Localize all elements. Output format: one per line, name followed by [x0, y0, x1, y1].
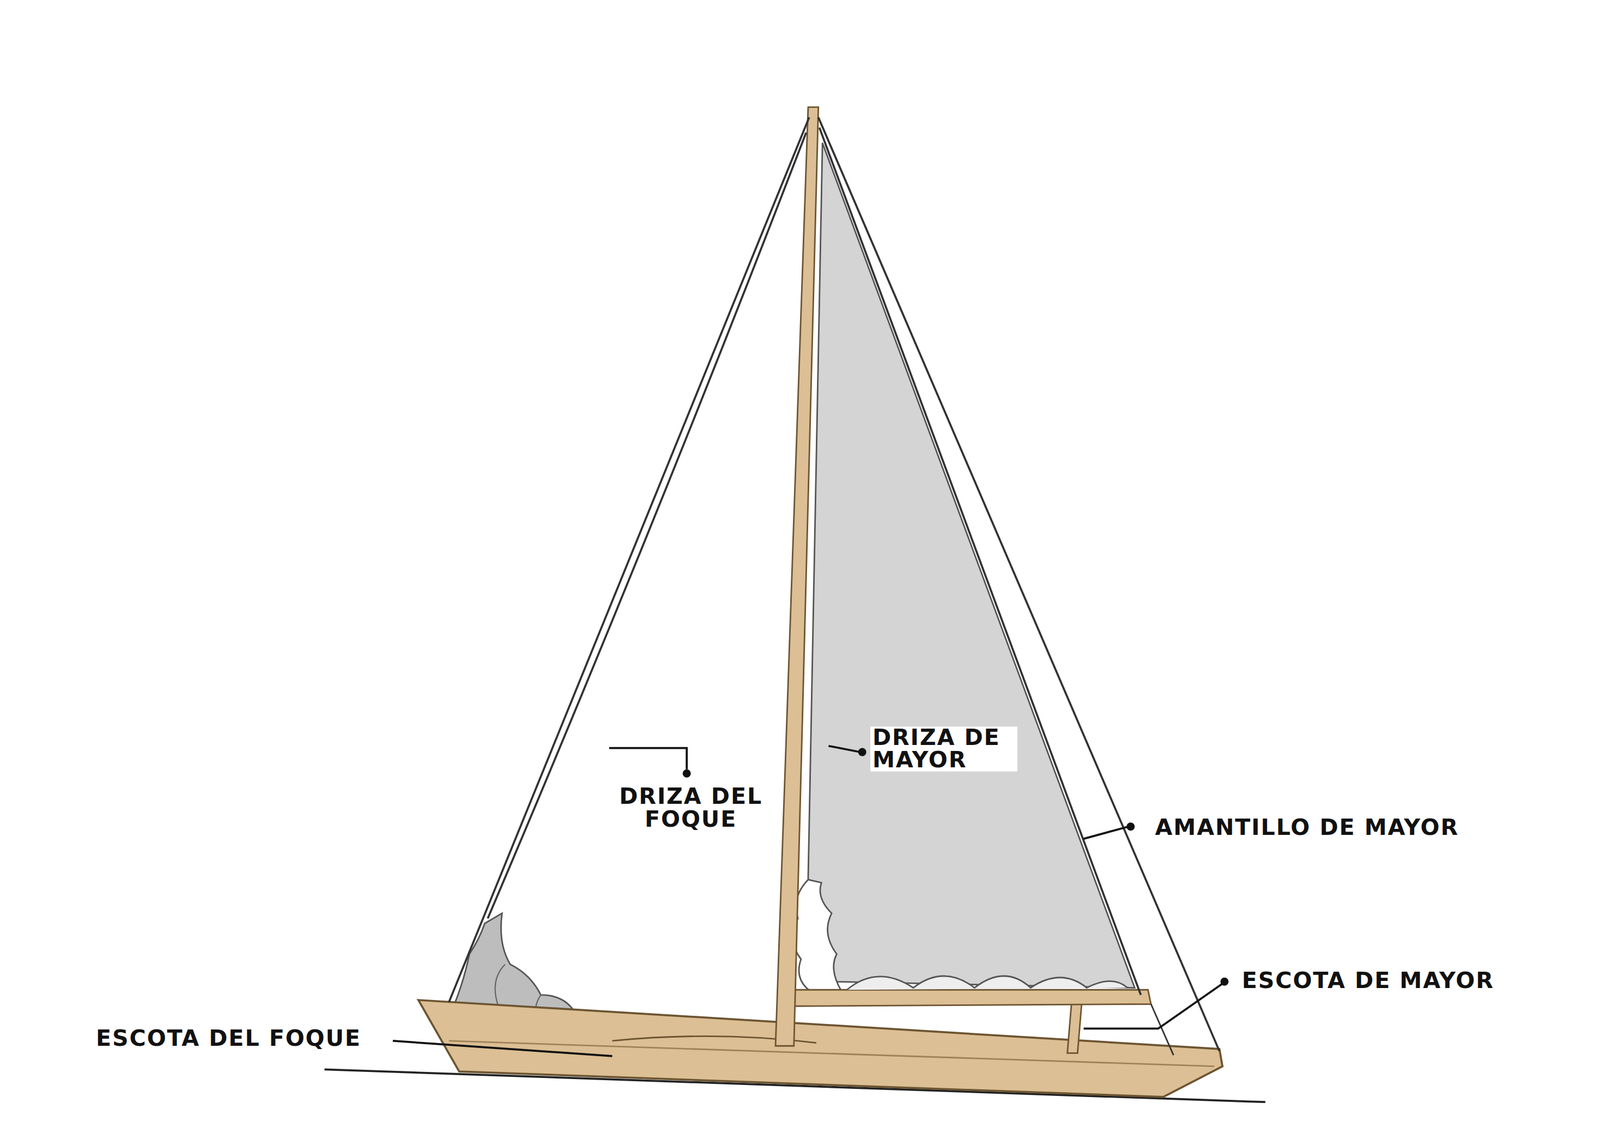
furled-mainsail	[792, 879, 842, 992]
part-label: ESCOTA DEL FOQUE	[93, 1027, 363, 1051]
mainsail	[808, 142, 1135, 988]
boom-crutch	[1067, 1003, 1082, 1053]
mast	[775, 107, 819, 1047]
leader-line	[392, 1040, 613, 1057]
backstay	[818, 117, 1220, 1051]
leader-line	[609, 748, 687, 770]
forestay	[449, 117, 810, 1002]
part-label: AMANTILLO DE MAYOR	[1153, 816, 1462, 839]
hull	[418, 1000, 1223, 1098]
leader-line	[1083, 983, 1223, 1029]
part-label: DRIZA DE MAYOR	[870, 726, 1018, 772]
boom	[794, 989, 1151, 1006]
leader-line	[1083, 826, 1129, 839]
leader-dot	[858, 748, 867, 757]
leader-dot	[682, 769, 692, 778]
leader-dot	[1126, 822, 1135, 831]
leader-line	[828, 746, 860, 753]
jib-halyard	[487, 132, 806, 919]
leader-dot	[1220, 977, 1229, 986]
sail-on-boom	[846, 976, 1128, 990]
part-label: ESCOTA DE MAYOR	[1239, 969, 1496, 992]
part-label: DRIZA DEL FOQUE	[602, 785, 780, 831]
topping-lift	[819, 127, 1142, 996]
